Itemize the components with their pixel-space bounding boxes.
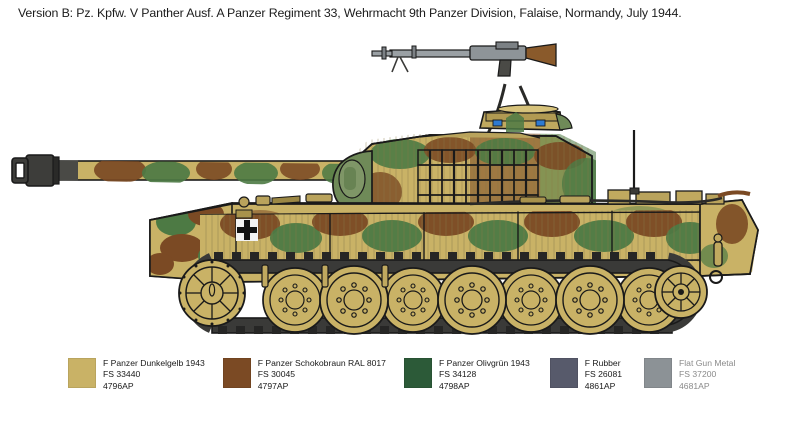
- tow-cable: [469, 190, 751, 206]
- legend-entry-schokobraun: F Panzer Schokobraun RAL 8017 FS 30045 4…: [222, 358, 386, 392]
- color-swatch-rubber: [549, 358, 578, 388]
- legend-product-code: 4797AP: [257, 380, 289, 391]
- rear-tow-eye: [709, 270, 723, 284]
- balkenkreuz-marking: [236, 219, 258, 241]
- hull-front-fittings: [235, 193, 333, 219]
- legend-fs-code: FS 26081: [584, 369, 623, 380]
- main-gun-barrel: [11, 154, 352, 187]
- legend-fs-code: FS 34128: [438, 369, 477, 380]
- legend-entry-rubber: F Rubber FS 26081 4861AP: [549, 358, 623, 392]
- hull-tools: [519, 195, 591, 204]
- legend-color-name: F Panzer Olivgrün 1943: [438, 358, 530, 368]
- color-swatch-schokobraun: [222, 358, 251, 388]
- color-swatch-flat-gun-metal: [644, 358, 673, 388]
- legend-product-code: 4798AP: [438, 380, 470, 391]
- legend-color-name: F Panzer Dunkelgelb 1943: [103, 358, 205, 368]
- legend-fs-code: FS 37200: [679, 369, 717, 380]
- rear-exhaust: [713, 233, 723, 267]
- paint-color-legend: F Panzer Dunkelgelb 1943 FS 33440 4796AP…: [0, 358, 800, 416]
- page-title: Version B: Pz. Kpfw. V Panther Ausf. A P…: [18, 6, 682, 20]
- legend-fs-code: FS 33440: [103, 369, 141, 380]
- legend-entry-olivgruen: F Panzer Olivgrün 1943 FS 34128 4798AP: [403, 358, 530, 392]
- drive-sprocket: [178, 259, 246, 327]
- running-gear: [178, 252, 723, 335]
- road-wheels-outer: [319, 265, 625, 335]
- suspension-bump-stops: [261, 264, 389, 288]
- panther-side-view-svg: [11, 41, 759, 335]
- legend-color-name: F Panzer Schokobraun RAL 8017: [257, 358, 386, 368]
- idler-wheel: [654, 265, 708, 319]
- road-wheels-inner: [262, 267, 682, 333]
- legend-product-code: 4681AP: [679, 380, 710, 391]
- legend-color-name: Flat Gun Metal: [679, 358, 736, 368]
- radio-antenna: [629, 130, 640, 195]
- legend-product-code: 4861AP: [584, 380, 616, 391]
- color-swatch-dunkelgelb: [68, 358, 96, 388]
- legend-entry-flat-gun-metal: Flat Gun Metal FS 37200 4681AP: [644, 358, 735, 392]
- legend-product-code: 4796AP: [103, 380, 134, 391]
- anti-aircraft-machine-gun: [371, 41, 557, 137]
- turret: [332, 104, 596, 211]
- legend-fs-code: FS 30045: [257, 369, 296, 380]
- gun-mantlet: [332, 150, 373, 211]
- legend-entry-dunkelgelb: F Panzer Dunkelgelb 1943 FS 33440 4796AP: [68, 358, 205, 392]
- color-swatch-olivgruen: [403, 358, 432, 388]
- commander-cupola: [478, 104, 573, 132]
- muzzle-brake: [11, 154, 60, 187]
- tank-profile-illustration: [0, 24, 800, 354]
- legend-color-name: F Rubber: [584, 358, 621, 368]
